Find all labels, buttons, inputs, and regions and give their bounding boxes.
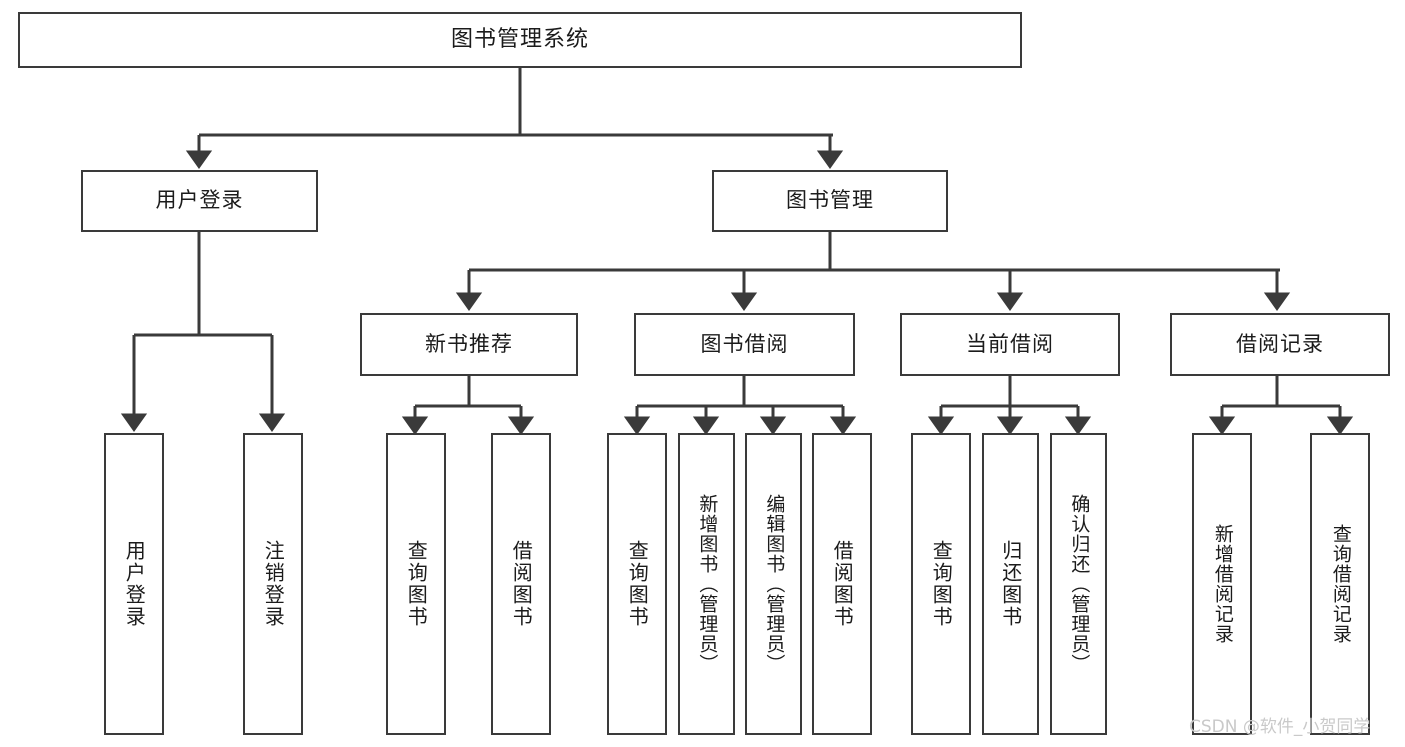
leaf-query-book-current[interactable]: 查询图书 [911,433,971,735]
node-book-management[interactable]: 图书管理 [712,170,948,232]
node-label: 用户登录 [155,188,244,213]
node-label: 当前借阅 [966,331,1054,356]
node-borrow-record[interactable]: 借阅记录 [1170,313,1390,376]
node-label: 新增借阅记录 [1211,524,1234,644]
leaf-user-login[interactable]: 用户登录 [104,433,164,735]
node-label: 查询图书 [929,540,954,628]
node-label: 查询借阅记录 [1329,524,1352,644]
node-label: 编辑图书（管理员） [763,494,786,674]
csdn-watermark: CSDN @软件_小贺同学 [1189,717,1371,737]
node-current-borrow[interactable]: 当前借阅 [900,313,1120,376]
leaf-add-borrow-record[interactable]: 新增借阅记录 [1192,433,1252,735]
node-label: 注销登录 [261,540,286,628]
leaf-query-book-new[interactable]: 查询图书 [386,433,446,735]
node-label: 确认归还（管理员） [1068,494,1091,674]
node-label: 查询图书 [625,540,650,628]
leaf-confirm-return-admin[interactable]: 确认归还（管理员） [1050,433,1107,735]
node-label: 查询图书 [404,540,429,628]
node-label: 图书借阅 [700,331,789,356]
node-user-login[interactable]: 用户登录 [81,170,318,232]
leaf-query-book[interactable]: 查询图书 [607,433,667,735]
leaf-return-book[interactable]: 归还图书 [982,433,1039,735]
node-root-book-management-system[interactable]: 图书管理系统 [18,12,1022,68]
node-label: 借阅记录 [1236,331,1324,356]
leaf-logout[interactable]: 注销登录 [243,433,303,735]
leaf-edit-book-admin[interactable]: 编辑图书（管理员） [745,433,802,735]
node-label: 用户登录 [122,540,147,628]
node-label: 新增图书（管理员） [696,494,719,674]
node-book-borrow[interactable]: 图书借阅 [634,313,855,376]
node-label: 借阅图书 [830,540,855,628]
leaf-query-borrow-record[interactable]: 查询借阅记录 [1310,433,1370,735]
node-label: 新书推荐 [425,331,513,356]
leaf-borrow-book-new[interactable]: 借阅图书 [491,433,551,735]
leaf-borrow-book[interactable]: 借阅图书 [812,433,872,735]
leaf-add-book-admin[interactable]: 新增图书（管理员） [678,433,735,735]
node-label: 图书管理系统 [450,26,589,52]
node-label: 借阅图书 [509,540,534,628]
node-label: 归还图书 [998,540,1023,628]
node-label: 图书管理 [786,188,874,213]
node-new-book-recommend[interactable]: 新书推荐 [360,313,578,376]
